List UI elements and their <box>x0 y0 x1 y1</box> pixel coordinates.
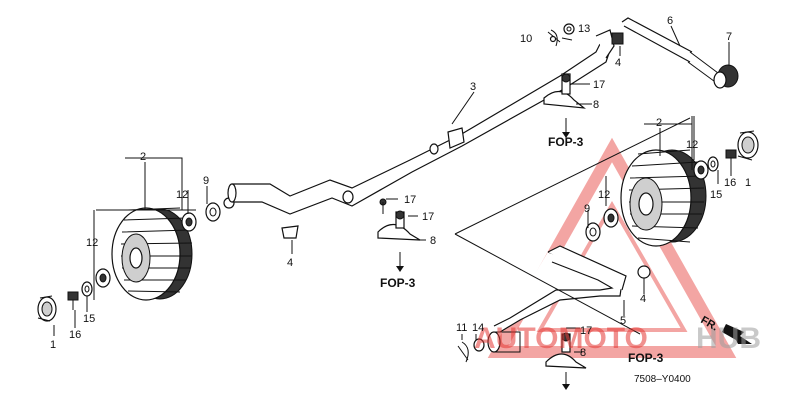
label-12-left-lower: 12 <box>86 237 98 249</box>
label-4-lower: 4 <box>640 293 646 305</box>
right-bearing-inner <box>603 208 619 228</box>
label-16-left: 16 <box>69 329 81 341</box>
left-wheel <box>111 207 193 301</box>
label-12-right-upper: 12 <box>686 139 698 151</box>
label-2-left: 2 <box>140 151 146 163</box>
label-2-right: 2 <box>656 117 662 129</box>
left-wheel-cap <box>37 295 57 322</box>
adjuster-rod <box>621 17 723 85</box>
lower-washer-14 <box>473 338 485 352</box>
label-14: 14 <box>472 322 484 334</box>
label-15-right: 15 <box>710 189 722 201</box>
left-bearing-inner <box>181 212 197 232</box>
fop-label-mid: FOP-3 <box>380 276 416 290</box>
label-4-upper: 4 <box>615 57 621 69</box>
mid-bracket <box>377 198 421 272</box>
label-3: 3 <box>470 81 476 93</box>
washer-13 <box>563 23 575 35</box>
front-arrow <box>722 324 752 344</box>
label-11: 11 <box>456 322 467 334</box>
watermark-text-left: AUTOMOTO <box>474 322 648 355</box>
label-4-mid: 4 <box>287 257 293 269</box>
upper-bracket <box>543 73 586 138</box>
label-7: 7 <box>726 31 732 43</box>
nut-4-mid <box>281 225 299 239</box>
adjuster-knob <box>713 64 739 89</box>
label-8-lower: 8 <box>580 347 586 359</box>
label-17-lower: 17 <box>580 325 592 337</box>
left-cap-bolt <box>67 291 79 310</box>
fop-label-lower: FOP-3 <box>628 351 664 365</box>
label-10: 10 <box>520 33 532 45</box>
label-1-right: 1 <box>745 177 751 189</box>
main-axle <box>227 29 615 215</box>
pin-11 <box>457 341 469 363</box>
label-6: 6 <box>667 15 673 27</box>
right-wheel-cap <box>737 130 759 161</box>
fop-label-upper: FOP-3 <box>548 135 584 149</box>
label-17-mid-b: 17 <box>422 211 434 223</box>
right-collar-9 <box>585 222 601 242</box>
label-1-left: 1 <box>50 339 56 351</box>
left-bearing-outer <box>95 268 111 288</box>
pin-10 <box>547 29 561 47</box>
leader-lines <box>53 25 732 353</box>
lower-bracket <box>545 332 587 390</box>
label-17-mid-a: 17 <box>404 194 416 206</box>
label-9-left: 9 <box>203 175 209 187</box>
label-12-right-lower: 12 <box>598 189 610 201</box>
label-8-mid: 8 <box>430 235 436 247</box>
label-16-right: 16 <box>724 177 736 189</box>
label-5: 5 <box>620 315 626 327</box>
label-17-upper: 17 <box>593 79 605 91</box>
right-bearing-outer <box>693 160 709 180</box>
watermark-text-right: HUB <box>696 322 761 355</box>
label-12-left-upper: 12 <box>176 189 188 201</box>
left-axle-collar <box>205 197 235 222</box>
label-8-upper: 8 <box>593 99 599 111</box>
watermark-text: AUTOMOTO HUB <box>474 322 761 355</box>
right-wheel <box>620 149 707 247</box>
label-13: 13 <box>578 23 590 35</box>
diagram-code: 7508–Y0400 <box>634 374 691 385</box>
axle-nut-upper <box>611 32 624 45</box>
label-9-right: 9 <box>584 203 590 215</box>
label-15-left: 15 <box>83 313 95 325</box>
lower-axle <box>487 245 651 353</box>
left-washer <box>81 281 93 297</box>
right-washer <box>707 156 719 172</box>
